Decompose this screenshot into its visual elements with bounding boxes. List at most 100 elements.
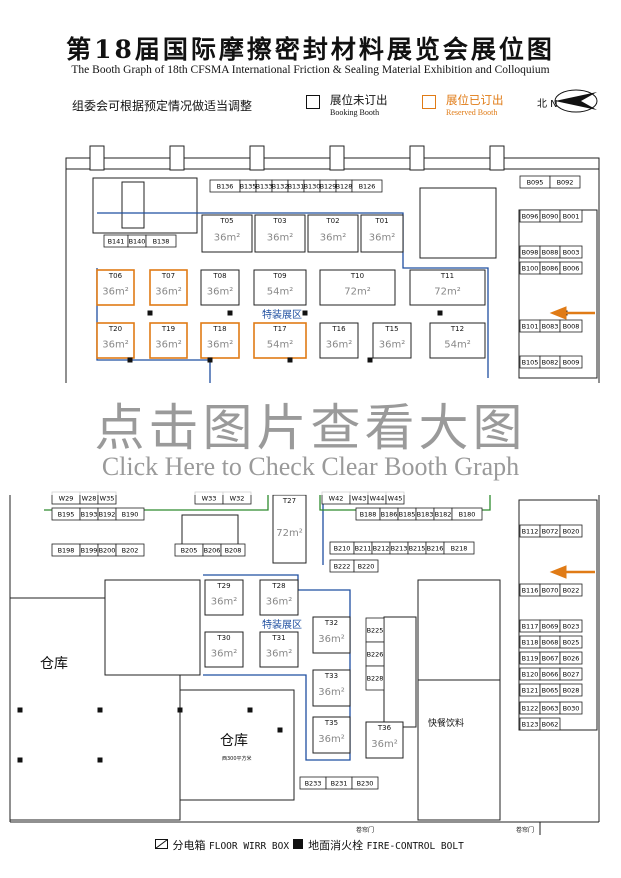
small-booth-b213[interactable]: B213 [389, 541, 409, 555]
small-booth-b098[interactable]: B098 [519, 245, 541, 259]
small-booth-b208[interactable]: B208 [220, 543, 246, 557]
small-booth-b118[interactable]: B118 [519, 635, 541, 649]
small-booth-b023[interactable]: B023 [559, 619, 583, 633]
small-booth-b066[interactable]: B066 [539, 667, 561, 681]
small-booth-b101[interactable]: B101 [519, 319, 541, 333]
small-booth-b122[interactable]: B122 [519, 701, 541, 715]
small-booth-b063[interactable]: B063 [539, 701, 561, 715]
small-booth-b008[interactable]: B008 [559, 319, 583, 333]
small-booth-b116[interactable]: B116 [519, 583, 541, 597]
enlarge-overlay-text-cn[interactable]: 点击图片查看大图 [94, 399, 527, 457]
small-booth-b100[interactable]: B100 [519, 261, 541, 275]
small-booth-b105[interactable]: B105 [519, 355, 541, 369]
small-booth-b026[interactable]: B026 [559, 651, 583, 665]
enlarge-overlay[interactable] [0, 383, 621, 495]
small-booth-b188[interactable]: B188 [355, 507, 381, 521]
small-booth-b185[interactable]: B185 [397, 507, 417, 521]
small-booth-b233[interactable]: B233 [299, 776, 327, 790]
small-booth-b225[interactable]: B225 [365, 617, 385, 643]
small-booth-b126[interactable]: B126 [351, 179, 383, 193]
small-booth-b136[interactable]: B136 [209, 179, 241, 193]
small-booth-b062[interactable]: B062 [539, 717, 561, 731]
small-booth-b092[interactable]: B092 [549, 175, 581, 189]
small-booth-b027[interactable]: B027 [559, 667, 583, 681]
small-booth-b198[interactable]: B198 [51, 543, 81, 557]
small-booth-b180[interactable]: B180 [451, 507, 483, 521]
small-booth-b123[interactable]: B123 [519, 717, 541, 731]
small-booth-b130[interactable]: B130 [304, 179, 321, 193]
small-booth-b200[interactable]: B200 [97, 543, 117, 557]
small-booth-b195[interactable]: B195 [51, 507, 81, 521]
small-booth-b210[interactable]: B210 [329, 541, 355, 555]
small-booth-b226[interactable]: B226 [365, 641, 385, 667]
small-booth-b231[interactable]: B231 [325, 776, 353, 790]
small-booth-b072[interactable]: B072 [539, 524, 561, 538]
small-booth-b182[interactable]: B182 [433, 507, 453, 521]
small-booth-b030[interactable]: B030 [559, 701, 583, 715]
small-booth-b132[interactable]: B132 [272, 179, 289, 193]
small-booth-b183[interactable]: B183 [415, 507, 435, 521]
small-booth-b003[interactable]: B003 [559, 245, 583, 259]
small-booth-b216[interactable]: B216 [425, 541, 445, 555]
small-booth-b135[interactable]: B135 [240, 179, 257, 193]
small-booth-b206[interactable]: B206 [202, 543, 222, 557]
small-booth-b220[interactable]: B220 [353, 559, 379, 573]
small-booth-b218[interactable]: B218 [443, 541, 475, 555]
small-booth-b129[interactable]: B129 [320, 179, 337, 193]
small-booth-b065[interactable]: B065 [539, 683, 561, 697]
small-booth-b069[interactable]: B069 [539, 619, 561, 633]
small-booth-b112[interactable]: B112 [519, 524, 541, 538]
small-booth-b138[interactable]: B138 [145, 234, 177, 248]
small-booth-b083[interactable]: B083 [539, 319, 561, 333]
small-booth-b117[interactable]: B117 [519, 619, 541, 633]
small-booth-b211[interactable]: B211 [353, 541, 373, 555]
small-booth-b133[interactable]: B133 [256, 179, 273, 193]
small-booth-b222[interactable]: B222 [329, 559, 355, 573]
small-booth-b120[interactable]: B120 [519, 667, 541, 681]
small-booth-b020[interactable]: B020 [559, 524, 583, 538]
small-booth-b090[interactable]: B090 [539, 209, 561, 223]
small-booth-b193[interactable]: B193 [79, 507, 99, 521]
small-booth-b009[interactable]: B009 [559, 355, 583, 369]
small-booth-b228[interactable]: B228 [365, 665, 385, 691]
small-booth-b199[interactable]: B199 [79, 543, 99, 557]
small-booth-w32[interactable]: W32 [222, 491, 252, 505]
small-booth-b082[interactable]: B082 [539, 355, 561, 369]
small-booth-b001[interactable]: B001 [559, 209, 583, 223]
small-booth-b119[interactable]: B119 [519, 651, 541, 665]
small-booth-b088[interactable]: B088 [539, 245, 561, 259]
small-booth-b212[interactable]: B212 [371, 541, 391, 555]
small-booth-b028[interactable]: B028 [559, 683, 583, 697]
small-booth-b205[interactable]: B205 [174, 543, 204, 557]
small-booth-b215[interactable]: B215 [407, 541, 427, 555]
small-booth-b086[interactable]: B086 [539, 261, 561, 275]
small-booth-b025[interactable]: B025 [559, 635, 583, 649]
small-booth-b070[interactable]: B070 [539, 583, 561, 597]
small-booth-b022[interactable]: B022 [559, 583, 583, 597]
